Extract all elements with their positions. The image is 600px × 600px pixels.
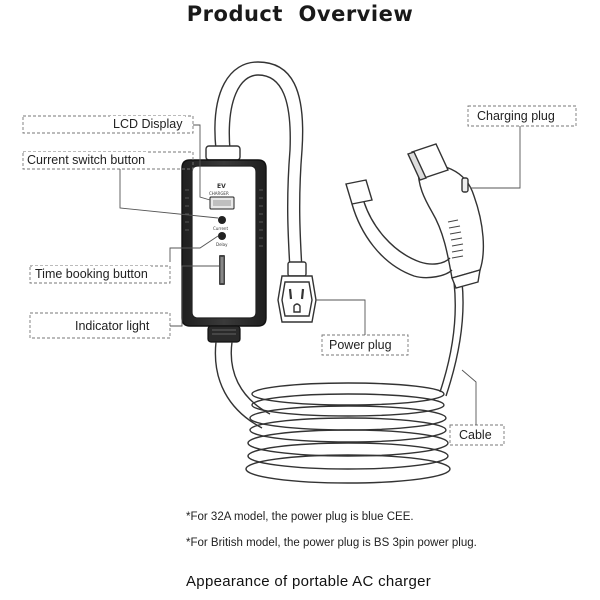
plug-cable [439, 281, 464, 397]
lower-cable [214, 341, 271, 429]
holster-strap [345, 179, 453, 279]
label-indicator-light: Indicator light [72, 318, 153, 334]
delay-button-label: Delay [216, 242, 228, 247]
charging-plug [407, 143, 485, 289]
label-charging-plug: Charging plug [474, 108, 558, 124]
figure-caption: Appearance of portable AC charger [186, 573, 432, 590]
leader-lines [22, 105, 577, 446]
current-button[interactable] [218, 216, 226, 224]
note-british-model: *For British model, the power plug is BS… [186, 537, 477, 549]
label-lcd-display: LCD Display [110, 116, 186, 132]
cable-coil [245, 382, 451, 484]
current-button-label: Current [213, 226, 229, 231]
label-power-plug: Power plug [326, 337, 395, 353]
page-title: Product Overview [186, 2, 414, 26]
device-brand-line1: EV [217, 183, 226, 190]
label-current-switch-button: Current switch button [24, 152, 149, 168]
label-cable: Cable [456, 427, 495, 443]
power-plug [277, 261, 317, 323]
note-32a-model: *For 32A model, the power plug is blue C… [186, 511, 414, 523]
device-brand-line2: CHARGER [209, 191, 229, 196]
upper-cable [214, 61, 304, 271]
control-box [181, 145, 267, 343]
label-time-booking-button: Time booking button [32, 266, 151, 282]
delay-button[interactable] [218, 232, 226, 240]
side-grips [185, 189, 263, 247]
